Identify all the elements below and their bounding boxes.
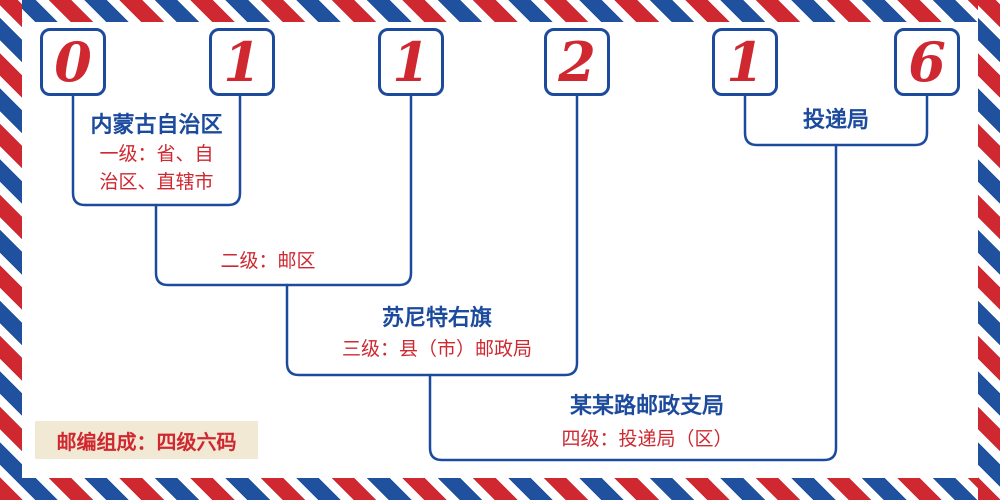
digit-box-6: 6 [894, 28, 960, 96]
level3-name: 苏尼特右旗 [381, 305, 492, 330]
digit-2: 1 [223, 30, 261, 94]
level1-name: 内蒙古自治区 [90, 112, 223, 137]
level1-label: 内蒙古自治区 一级：省、自 治区、直辖市 [75, 112, 238, 194]
airmail-border-top [0, 0, 1000, 22]
level1-desc-line2: 治区、直辖市 [99, 172, 214, 193]
digit-box-3: 1 [378, 28, 444, 96]
level1-desc-line1: 一级：省、自 [99, 144, 214, 165]
digit-6: 6 [908, 30, 946, 94]
airmail-border-bottom [0, 478, 1000, 500]
delivery-office-name: 投递局 [802, 107, 869, 132]
digit-3: 1 [392, 30, 430, 94]
level2-desc: 二级：邮区 [220, 251, 316, 272]
delivery-office-label: 投递局 [747, 107, 925, 133]
digit-1: 0 [54, 30, 92, 94]
level3-label: 苏尼特右旗 三级：县（市）邮政局 [312, 305, 562, 361]
level3-desc: 三级：县（市）邮政局 [341, 339, 532, 360]
composition-note-box: 邮编组成：四级六码 [35, 421, 258, 459]
level4-desc: 四级：投递局（区） [561, 429, 733, 450]
airmail-border-left [0, 0, 22, 500]
digit-5: 1 [726, 30, 764, 94]
digit-4: 2 [558, 30, 596, 94]
composition-note-text: 邮编组成：四级六码 [56, 431, 237, 454]
level4-label: 某某路邮政支局 四级：投递局（区） [525, 393, 769, 451]
digit-box-2: 1 [209, 28, 275, 96]
digit-box-5: 1 [712, 28, 778, 96]
airmail-border-right [978, 0, 1000, 500]
digit-box-1: 0 [40, 28, 106, 96]
level4-name: 某某路邮政支局 [569, 393, 724, 418]
level2-label: 二级：邮区 [170, 250, 366, 273]
digit-box-4: 2 [544, 28, 610, 96]
